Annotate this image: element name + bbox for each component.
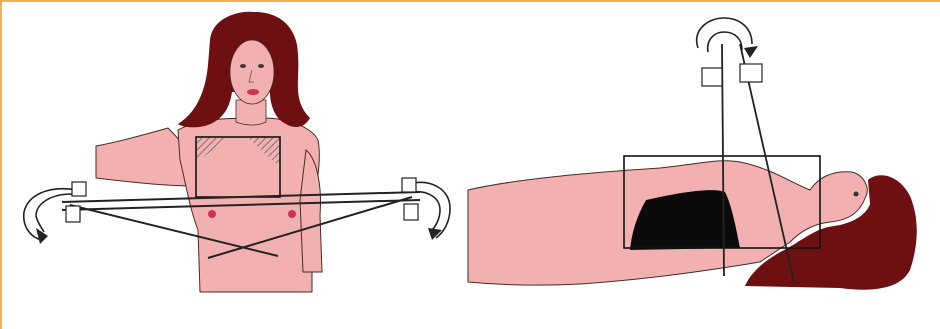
- collimator-box-right-top: [402, 178, 416, 192]
- collimator-box-right-bottom: [404, 204, 418, 220]
- collimator-box-top-left: [702, 68, 722, 86]
- mouth: [247, 89, 259, 95]
- collimator-box-top-right: [740, 64, 762, 82]
- rotation-arrow-icon: [402, 178, 450, 240]
- nipple-right: [208, 210, 216, 218]
- eye-left: [240, 64, 246, 68]
- rotation-arrow-icon: [697, 18, 762, 86]
- collimator-box-left-top: [72, 182, 86, 196]
- nipple-left: [288, 210, 296, 218]
- lateral-view: [468, 18, 917, 290]
- frontal-view: [24, 12, 450, 292]
- eye-right: [258, 64, 264, 68]
- lateral-eye: [854, 192, 859, 197]
- collimator-box-left-bottom: [66, 206, 80, 222]
- rotation-arrow-icon: [24, 182, 86, 244]
